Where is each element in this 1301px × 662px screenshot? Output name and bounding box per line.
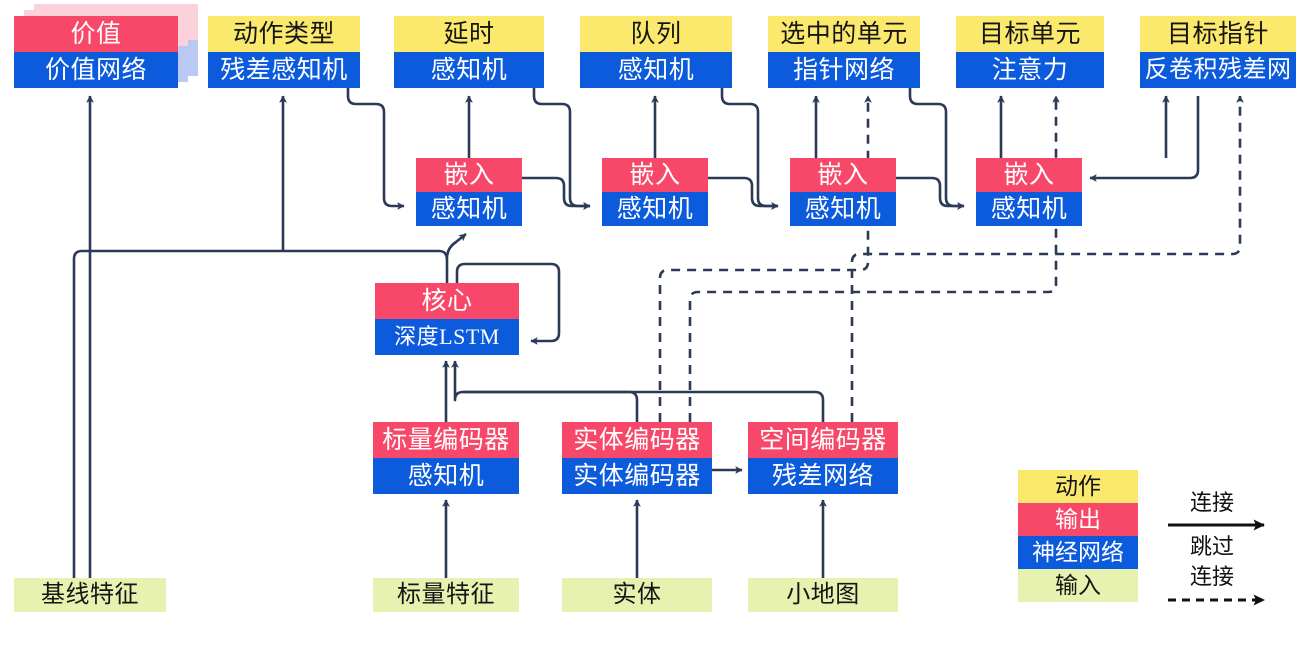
node-spatial_enc[interactable]: 空间编码器残差网络 [748,422,898,494]
node-value-bottom-label: 价值网络 [14,52,178,88]
legend-output: 输出 [1018,503,1138,536]
wire-core-to-embed1 [445,232,467,259]
wire-queue-to-embed3 [720,88,779,210]
wire-embed3-to-embed4 [896,176,965,210]
node-entity_enc[interactable]: 实体编码器实体编码器 [562,422,712,494]
node-core[interactable]: 核心深度LSTM [375,283,519,355]
node-scalar_enc[interactable]: 标量编码器感知机 [373,422,519,494]
node-spatial_enc-top-label: 空间编码器 [748,422,898,458]
node-selected-bottom-label: 指针网络 [768,52,920,88]
legend-arrows [1168,519,1265,606]
wire-target-pointer-bus-to-embed4 [1089,96,1200,182]
node-value-top-label: 价值 [14,16,178,52]
node-embed3-bottom-label: 感知机 [790,192,896,226]
node-target_unit-top-label: 目标单元 [956,16,1104,52]
node-action_type-top-label: 动作类型 [208,16,360,52]
node-target_point-top-label: 目标指针 [1140,16,1296,52]
node-target_point-bottom-label: 反卷积残差网 [1140,52,1296,88]
skip-entity-encoder-to-target-unit [688,95,1060,422]
wire-embed2-to-embed3 [708,176,779,210]
input-entities[interactable]: 实体 [562,578,712,612]
node-delay[interactable]: 延时感知机 [394,16,544,88]
node-embed4[interactable]: 嵌入感知机 [976,158,1082,226]
node-delay-top-label: 延时 [394,16,544,52]
node-core-bottom-label: 深度LSTM [375,319,519,355]
wire-embed1-to-embed2 [522,176,591,210]
wire-entity-encoder-to-core [463,390,639,422]
node-entity_enc-bottom-label: 实体编码器 [562,458,712,494]
node-scalar_enc-top-label: 标量编码器 [373,422,519,458]
node-embed1-bottom-label: 感知机 [416,192,522,226]
legend-skip-label-line2: 连接 [1190,564,1235,589]
node-target_unit-bottom-label: 注意力 [956,52,1104,88]
node-embed2-bottom-label: 感知机 [602,192,708,226]
skip-spatial-encoder-to-target-pointer [850,95,1244,422]
input-baseline_features[interactable]: 基线特征 [14,578,166,612]
wire-selected-to-embed4 [908,88,965,210]
wire-action-type-to-embed1 [346,88,405,210]
node-selected[interactable]: 选中的单元指针网络 [768,16,920,88]
node-action_type[interactable]: 动作类型残差感知机 [208,16,360,88]
node-queue-bottom-label: 感知机 [580,52,732,88]
wire-core-self-loop [455,262,561,345]
node-selected-top-label: 选中的单元 [768,16,920,52]
node-embed3-top-label: 嵌入 [790,158,896,192]
node-target_point[interactable]: 目标指针反卷积残差网 [1140,16,1296,88]
wire-spatial-encoder-to-core [451,360,825,422]
node-spatial_enc-bottom-label: 残差网络 [748,458,898,494]
node-embed4-top-label: 嵌入 [976,158,1082,192]
node-action_type-bottom-label: 残差感知机 [208,52,360,88]
legend-nn: 神经网络 [1018,536,1138,569]
node-scalar_enc-bottom-label: 感知机 [373,458,519,494]
node-embed2[interactable]: 嵌入感知机 [602,158,708,226]
node-core-top-label: 核心 [375,283,519,319]
legend-input: 输入 [1018,569,1138,602]
legend-action: 动作 [1018,470,1138,503]
node-queue[interactable]: 队列感知机 [580,16,732,88]
node-embed1-top-label: 嵌入 [416,158,522,192]
node-target_unit[interactable]: 目标单元注意力 [956,16,1104,88]
input-minimap[interactable]: 小地图 [748,578,898,612]
node-delay-bottom-label: 感知机 [394,52,544,88]
legend-connection-label: 连接 [1190,490,1235,515]
legend-skip-label-line1: 跳过 [1190,534,1235,559]
skip-entity-encoder-to-selected-unit [658,95,872,422]
node-embed3[interactable]: 嵌入感知机 [790,158,896,226]
legend-swatch-stack: 动作输出神经网络输入 [1018,470,1138,602]
node-embed1[interactable]: 嵌入感知机 [416,158,522,226]
node-entity_enc-top-label: 实体编码器 [562,422,712,458]
node-embed2-top-label: 嵌入 [602,158,708,192]
wire-delay-to-embed2 [532,88,591,210]
node-embed4-bottom-label: 感知机 [976,192,1082,226]
node-value[interactable]: 价值价值网络 [14,16,178,88]
input-scalar_features[interactable]: 标量特征 [373,578,519,612]
node-queue-top-label: 队列 [580,16,732,52]
